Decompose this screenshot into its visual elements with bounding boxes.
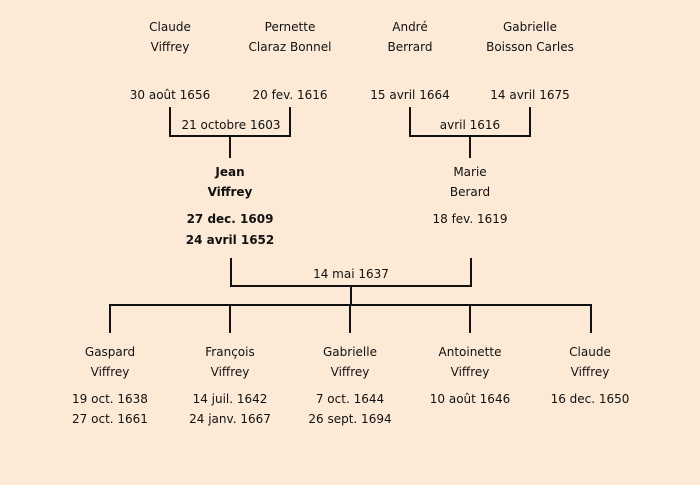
connector-grandparents-left [169,107,291,158]
person-date: 14 avril 1675 [490,88,570,102]
person-birth-date: 19 oct. 1638 [72,392,148,406]
person-death-date: 24 janv. 1667 [189,412,271,426]
person-birth-date: 10 août 1646 [429,392,511,406]
person-death-date: 27 oct. 1661 [72,412,148,426]
person-name: André [392,20,428,34]
person-name: Jean [215,165,245,179]
person-birth-date: 7 oct. 1644 [315,392,385,406]
person-name: Marie [453,165,487,179]
person-birth-date: 16 dec. 1650 [550,392,630,406]
person-name: Claude [149,20,191,34]
person-surname: Viffrey [210,365,250,379]
person-birth-date: 14 juil. 1642 [192,392,268,406]
person-date: 15 avril 1664 [370,88,450,102]
person-surname: Claraz Bonnel [248,40,332,54]
connector-parents [230,258,472,305]
person-date: 20 fev. 1616 [252,88,328,102]
person-name: François [205,345,255,359]
marriage-date-parents: 14 mai 1637 [313,267,389,281]
person-surname: Viffrey [207,185,253,199]
person-surname: Viffrey [90,365,130,379]
marriage-date-right: avril 1616 [439,118,501,132]
person-birth-date: 18 fev. 1619 [432,212,508,226]
person-birth-date: 27 dec. 1609 [186,212,274,226]
person-surname: Viffrey [450,365,490,379]
person-name: Antoinette [438,345,502,359]
person-surname: Viffrey [150,40,190,54]
person-name: Gaspard [84,345,136,359]
person-name: Pernette [264,20,316,34]
person-name: Claude [569,345,611,359]
marriage-date-left: 21 octobre 1603 [181,118,281,132]
person-surname: Viffrey [330,365,370,379]
person-date: 30 août 1656 [129,88,211,102]
person-surname: Berrard [387,40,433,54]
connector-grandparents-right [409,107,531,158]
person-name: Gabrielle [503,20,557,34]
connector-children [109,304,592,333]
person-surname: Viffrey [570,365,610,379]
person-death-date: 26 sept. 1694 [308,412,392,426]
person-name: Gabrielle [323,345,377,359]
person-death-date: 24 avril 1652 [185,233,275,247]
person-surname: Berard [449,185,491,199]
person-surname: Boisson Carles [486,40,574,54]
